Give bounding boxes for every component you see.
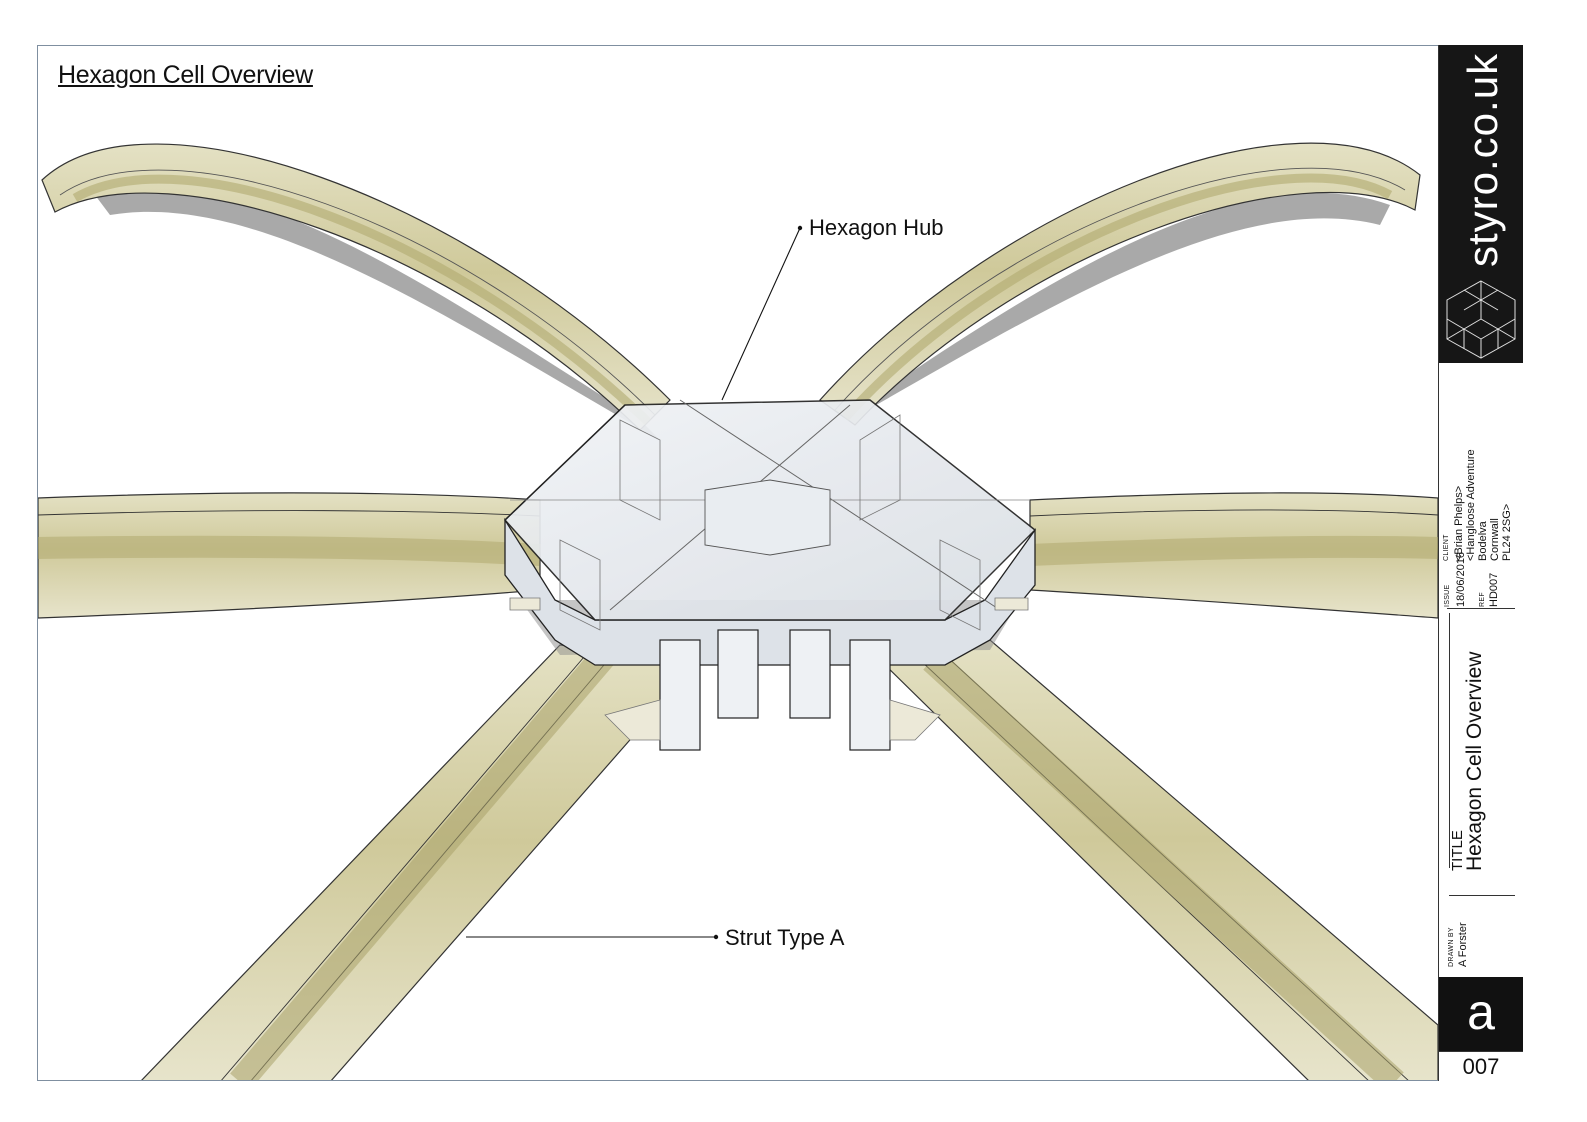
client-label: CLIENT xyxy=(1443,534,1450,561)
brand-wordmark: styro.co.uk xyxy=(1459,52,1506,267)
client-line-1: <Brian Phelps> xyxy=(1453,485,1465,561)
hexagon-hub xyxy=(503,399,1037,751)
client-line-2: <Hangloose Adventure xyxy=(1465,449,1477,561)
client-line-5: PL24 2SG> xyxy=(1501,503,1513,561)
ref-label: REF xyxy=(1479,592,1486,607)
strut-upper-right xyxy=(819,142,1421,426)
hub-callout-label: Hexagon Hub xyxy=(809,215,944,240)
client-line-3: Bodelva xyxy=(1477,521,1489,561)
drawing-title: Hexagon Cell Overview xyxy=(58,61,313,89)
issue-date: 18/06/2016 xyxy=(1455,551,1467,607)
brand-panel: styro.co.uk xyxy=(1439,45,1523,363)
drawn-by-value: A Forster xyxy=(1457,922,1469,967)
title-block: styro.co.uk CLIENT <Brian Ph xyxy=(1438,45,1523,1081)
hexagon-cube-logo-icon xyxy=(1446,280,1516,359)
issue-label: ISSUE xyxy=(1444,584,1451,607)
strut-shadow-upper-right xyxy=(850,193,1390,420)
client-line-4: Cornwall xyxy=(1489,518,1501,561)
hub-leader-line xyxy=(721,227,801,401)
sheet-number: 007 xyxy=(1439,1051,1523,1081)
sheet-title: Hexagon Cell Overview xyxy=(1463,651,1486,871)
ref-value: HD007 xyxy=(1488,572,1500,607)
revision-badge: a xyxy=(1439,977,1523,1051)
drawn-by-label: DRAWN BY xyxy=(1448,927,1455,967)
strut-callout-label: Strut Type A xyxy=(725,925,845,950)
